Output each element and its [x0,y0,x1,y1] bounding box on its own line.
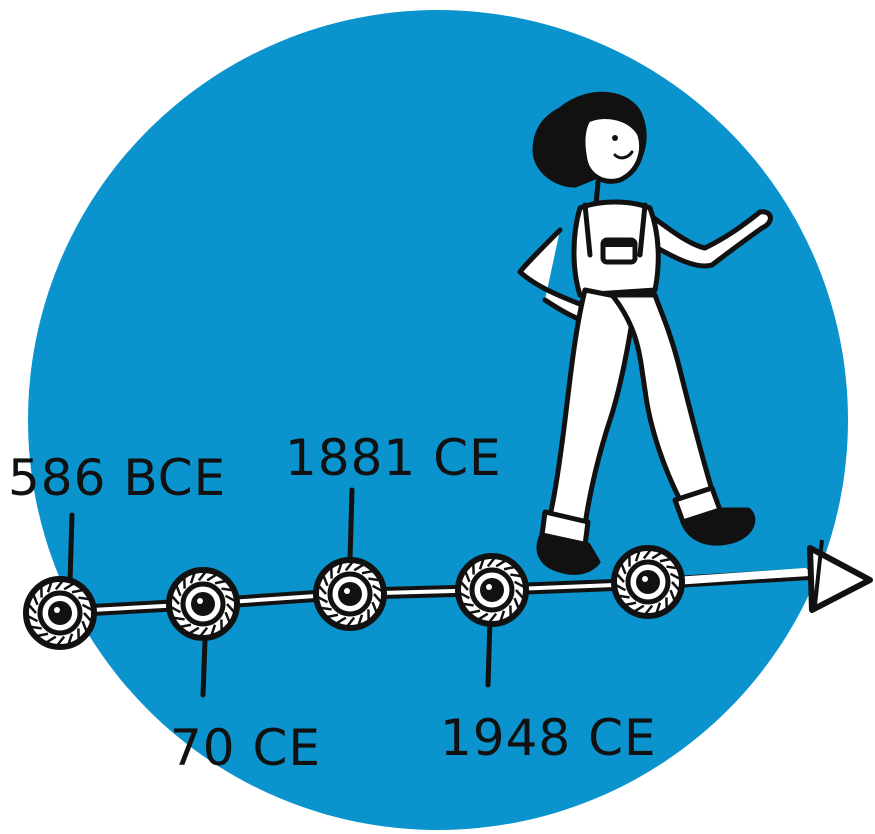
background-circle [28,10,848,830]
event-label-1881-ce: 1881 CE [285,429,502,487]
tick-1881-ce [350,490,352,560]
timeline-node-icon [458,556,526,624]
timeline-node-icon [316,560,384,628]
timeline-node-icon [614,548,682,616]
event-label-586-bce: 586 BCE [8,449,226,507]
event-label-1948-ce: 1948 CE [440,709,657,767]
event-label-70-ce: 70 CE [170,719,321,777]
timeline-node-icon [26,579,94,647]
tick-1948-ce [488,620,490,685]
arrow-head-icon [810,540,870,610]
tick-586-bce [70,515,72,582]
timeline-node-icon [169,570,237,638]
tick-70-ce [203,640,205,695]
